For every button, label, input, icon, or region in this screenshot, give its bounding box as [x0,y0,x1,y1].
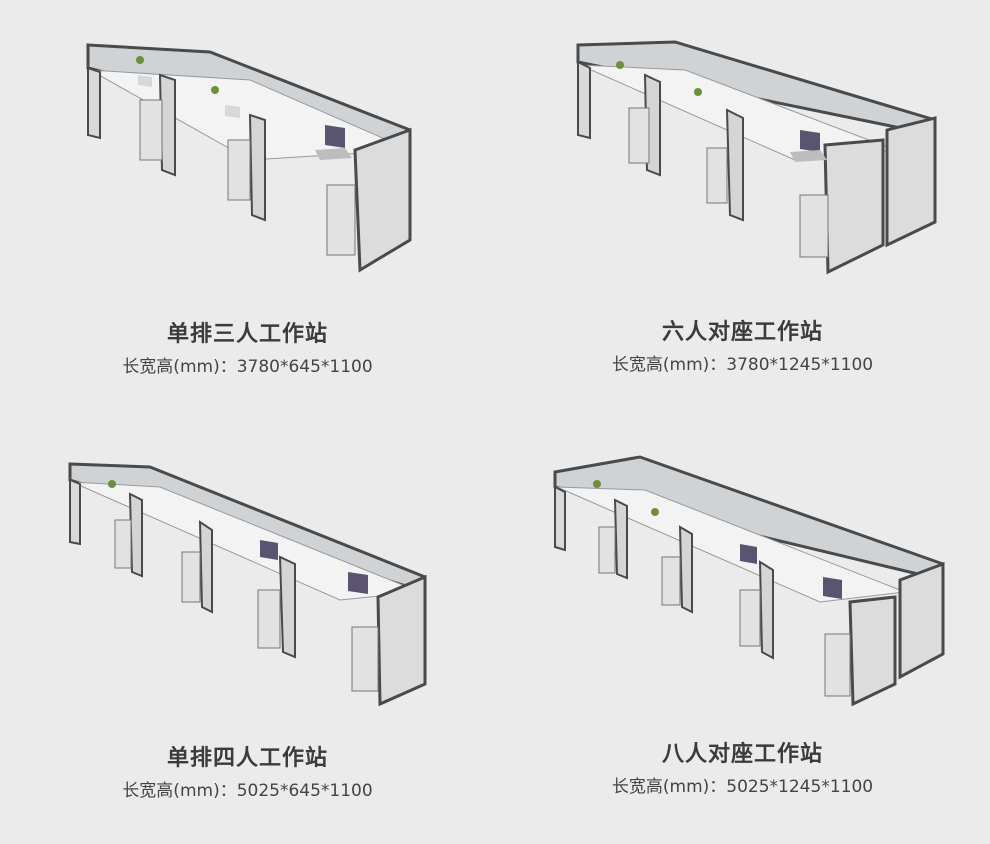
product-title: 六人对座工作站 [661,320,823,345]
product-caption: 六人对座工作站 长宽高(mm)：3780*1245*1100 [495,314,990,375]
product-caption: 单排三人工作站 长宽高(mm)：3780*645*1100 [0,316,495,377]
product-title: 八人对座工作站 [661,742,823,767]
workstation-4-person-image [68,462,427,707]
product-card-3-person-single-row: 单排三人工作站 长宽高(mm)：3780*645*1100 [0,0,495,422]
product-dimensions: 长宽高(mm)：3780*1245*1100 [611,355,874,375]
product-title: 单排三人工作站 [166,322,328,347]
product-card-6-person-facing: 六人对座工作站 长宽高(mm)：3780*1245*1100 [495,0,990,422]
workstation-3-person-image [86,43,412,273]
product-caption: 单排四人工作站 长宽高(mm)：5025*645*1100 [0,740,495,801]
product-card-4-person-single-row: 单排四人工作站 长宽高(mm)：5025*645*1100 [0,422,495,844]
workstation-6-person-image [576,40,937,275]
product-dimensions: 长宽高(mm)：5025*1245*1100 [611,777,874,797]
product-card-8-person-facing: 八人对座工作站 长宽高(mm)：5025*1245*1100 [495,422,990,844]
product-caption: 八人对座工作站 长宽高(mm)：5025*1245*1100 [495,736,990,797]
workstation-8-person-image [553,455,945,707]
product-dimensions: 长宽高(mm)：5025*645*1100 [122,781,373,801]
product-title: 单排四人工作站 [166,746,328,771]
product-dimensions: 长宽高(mm)：3780*645*1100 [122,357,373,377]
